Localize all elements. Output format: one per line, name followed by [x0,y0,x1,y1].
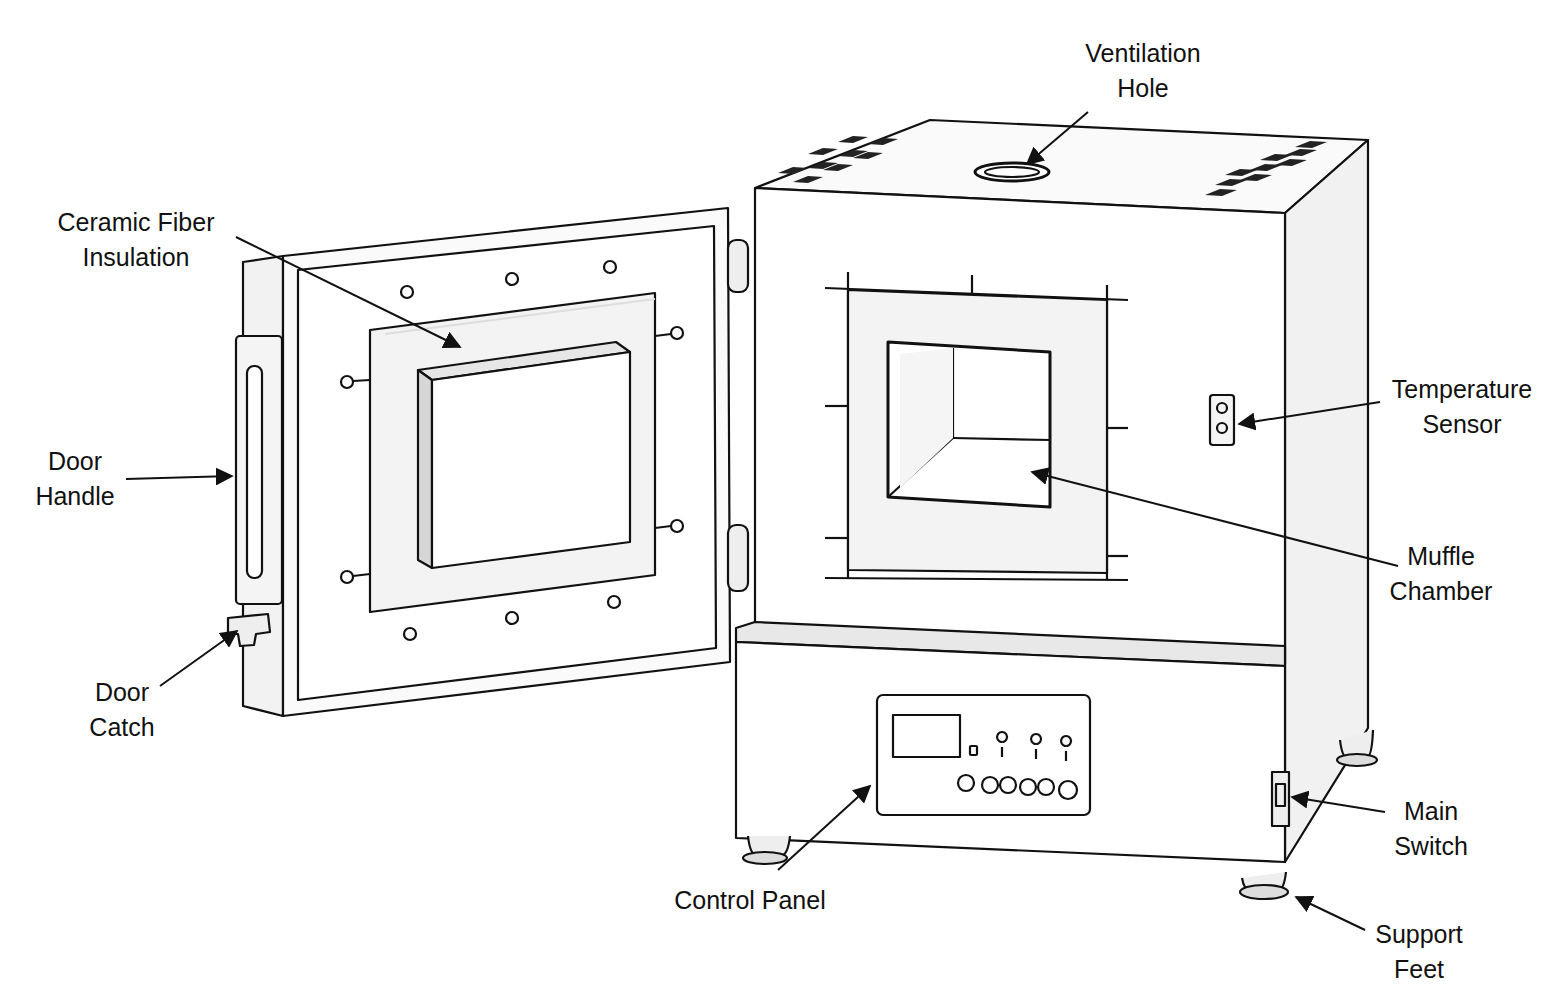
part-label: Support Feet [1359,917,1479,987]
part-label: Muffle Chamber [1371,539,1511,609]
part-label: Main Switch [1379,794,1484,864]
part-label: Ceramic Fiber Insulation [29,205,244,275]
part-label: Ventilation Hole [1066,36,1221,106]
furnace-body [736,120,1377,899]
door [228,208,748,716]
part-label: Temperature Sensor [1372,372,1552,442]
part-label: Control Panel [620,883,880,918]
part-label: Door Catch [72,675,172,745]
leader-lines [126,112,1398,930]
part-label: Door Handle [20,444,130,514]
